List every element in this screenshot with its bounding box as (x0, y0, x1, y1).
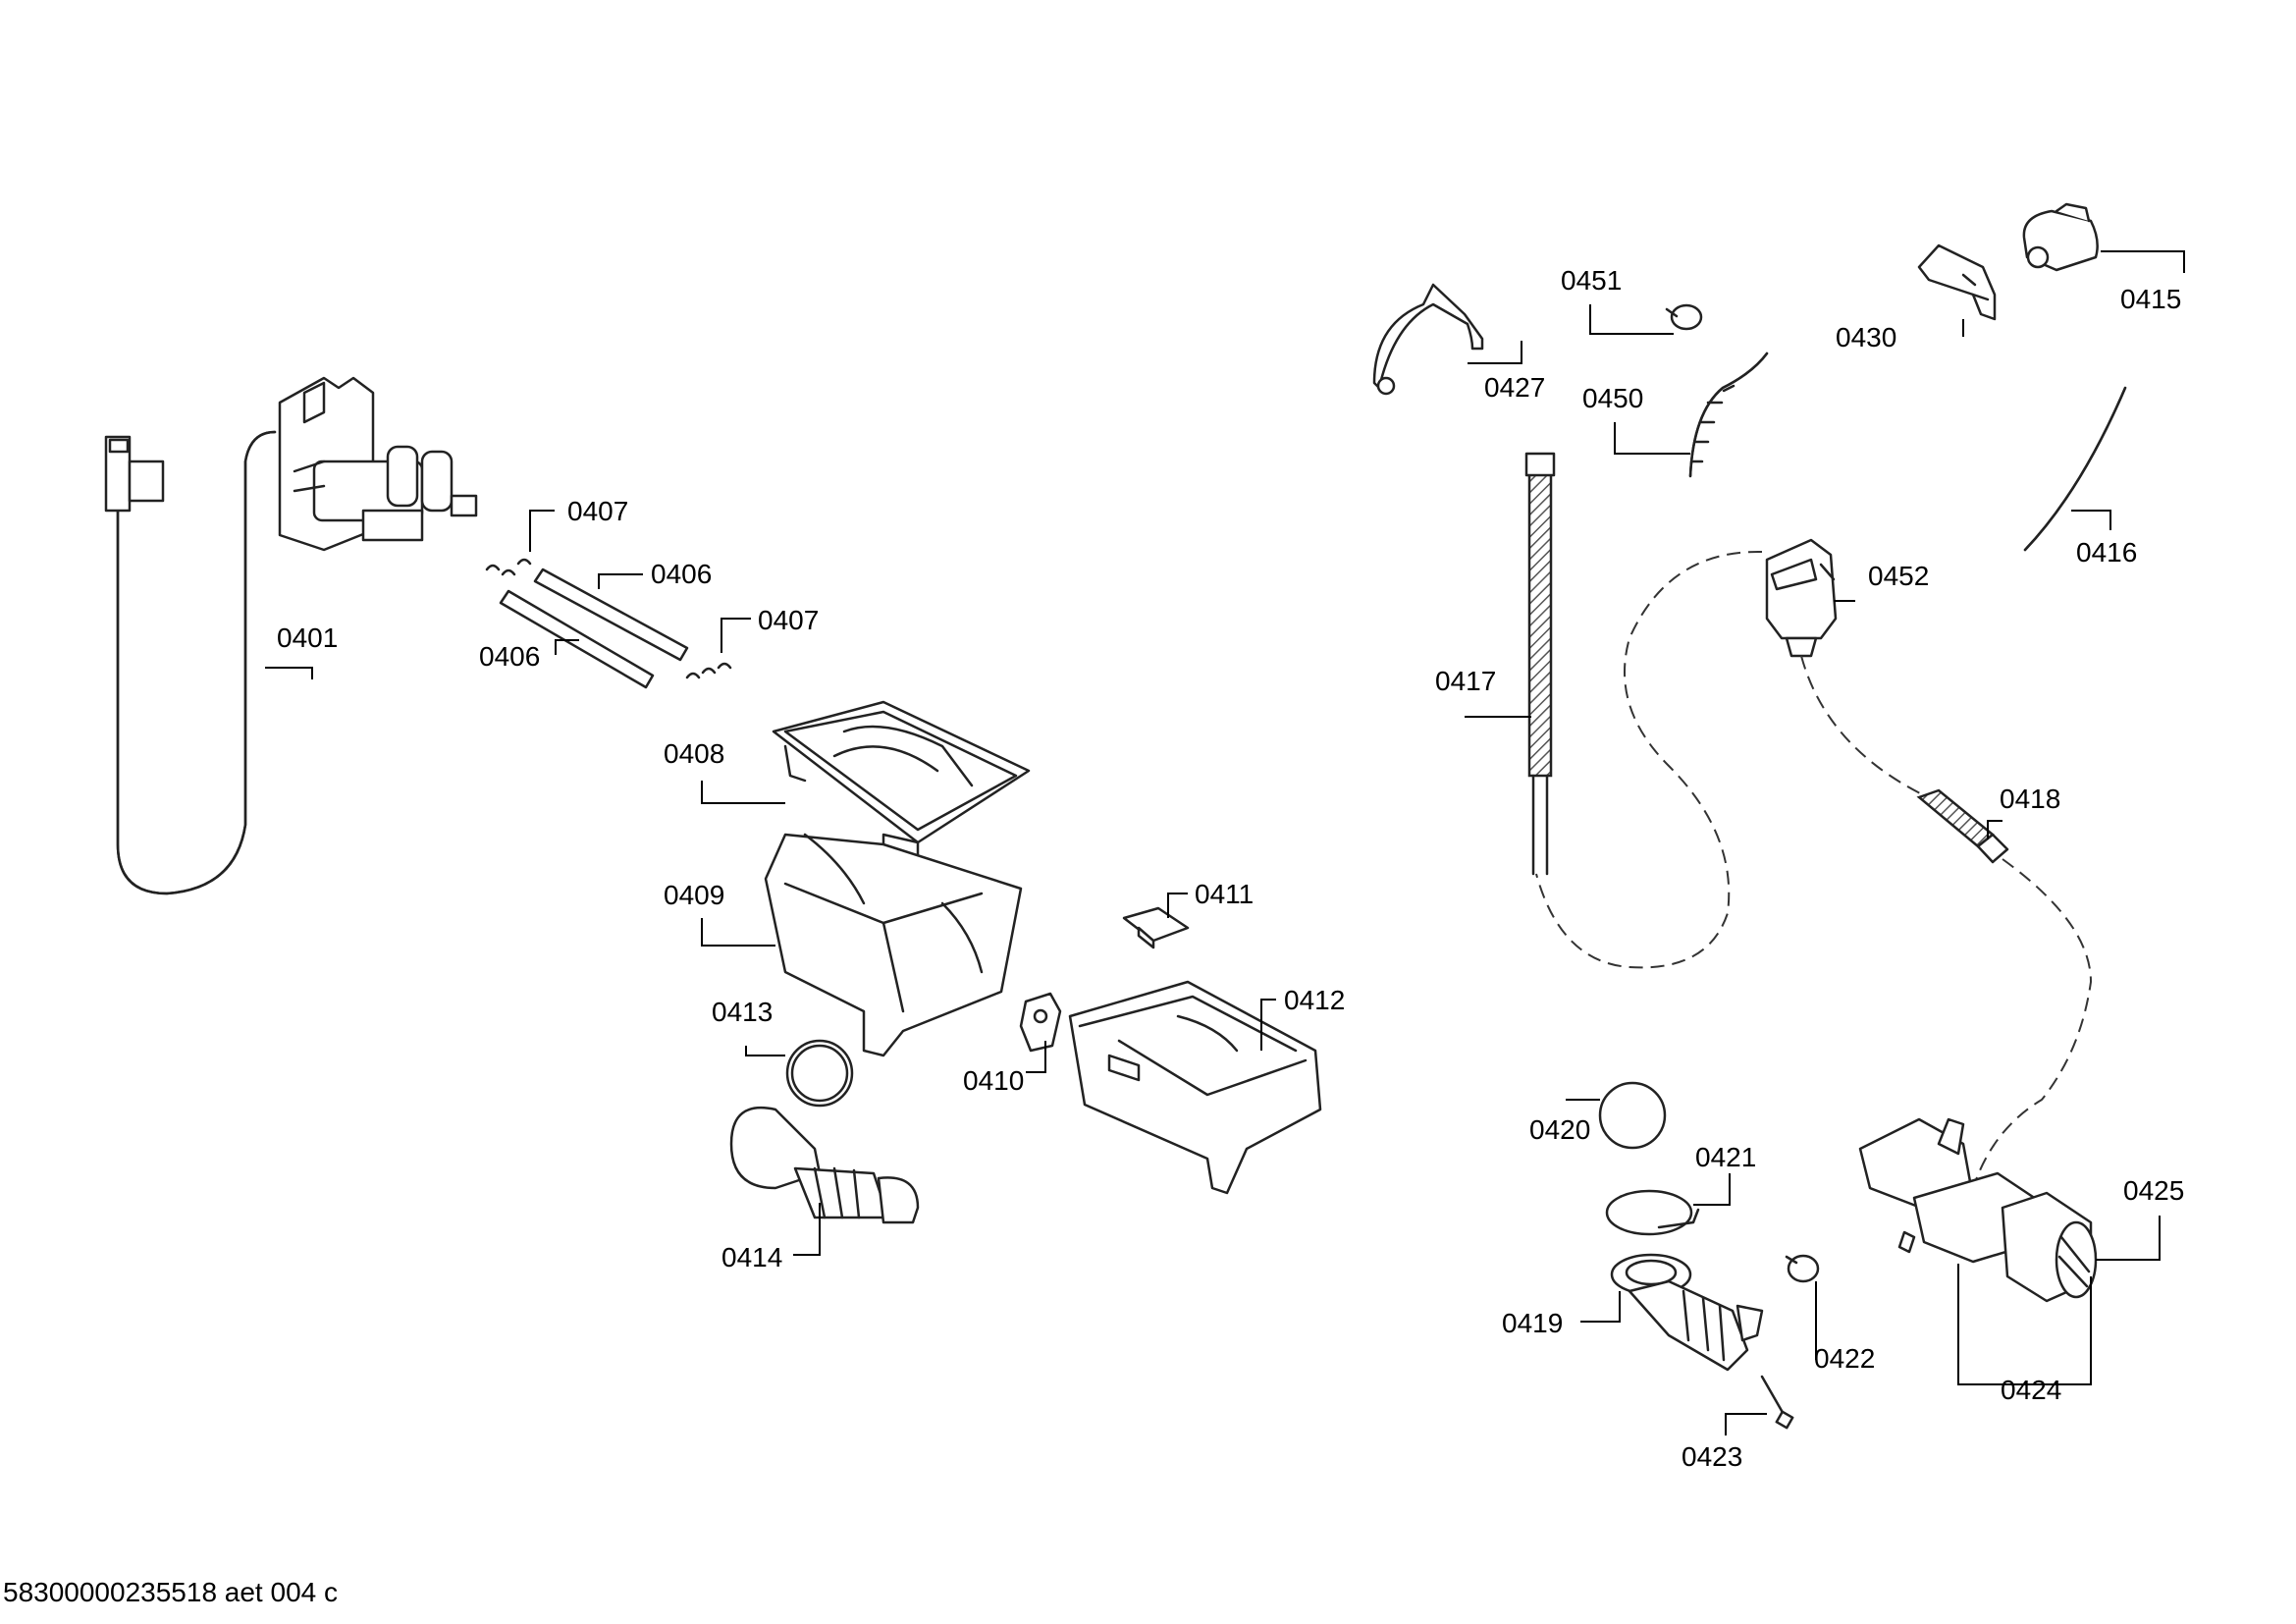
label-0419: 0419 (1502, 1308, 1563, 1338)
part-labels: 0401 0407 0406 0406 0407 0408 0409 0411 … (277, 265, 2184, 1472)
part-0422-clamp (1785, 1254, 1820, 1283)
part-0407-clips (485, 558, 732, 679)
label-0421: 0421 (1695, 1142, 1756, 1172)
part-0410-flap (1019, 992, 1062, 1053)
part-0416-hose (2023, 386, 2127, 552)
label-0401: 0401 (277, 623, 338, 653)
label-0450: 0450 (1582, 383, 1643, 413)
part-0413-ring (785, 1039, 854, 1108)
label-0423: 0423 (1682, 1441, 1742, 1472)
label-0408: 0408 (664, 738, 724, 769)
leader-lines (265, 250, 2185, 1435)
part-0401-inlet-hose (104, 430, 277, 895)
label-0411: 0411 (1195, 879, 1254, 909)
part-0423-sensor-rod (1760, 1375, 1794, 1430)
label-0414: 0414 (721, 1242, 782, 1272)
part-0418-hose (1916, 788, 2009, 864)
part-0420-ring (1598, 1081, 1667, 1150)
part-0427-bracket (1372, 283, 1484, 396)
label-0427: 0427 (1484, 372, 1545, 403)
part-0415-pressure-switch (2022, 202, 2099, 272)
label-0412: 0412 (1284, 985, 1345, 1015)
label-0410: 0410 (963, 1065, 1024, 1096)
label-0406-bottom: 0406 (479, 641, 540, 672)
label-0415: 0415 (2120, 284, 2181, 314)
part-0450-hose (1688, 352, 1769, 478)
label-0416: 0416 (2076, 537, 2137, 568)
part-0424-0425-drain-pump (1858, 1117, 2098, 1303)
part-0430-bracket (1917, 244, 1997, 321)
label-0425: 0425 (2123, 1175, 2184, 1206)
document-reference-code: 58300000235518 aet 004 c (3, 1577, 338, 1607)
part-inlet-valve (278, 376, 478, 552)
label-0424: 0424 (2001, 1375, 2061, 1405)
label-0407-top: 0407 (567, 496, 628, 526)
dashed-routing-lines (1535, 550, 2093, 1189)
label-0409: 0409 (664, 880, 724, 910)
label-0407-bottom: 0407 (758, 605, 819, 635)
label-0451: 0451 (1561, 265, 1622, 296)
part-0452-air-trap (1765, 538, 1838, 658)
part-0414-bellows-hose (729, 1107, 920, 1224)
label-0422: 0422 (1814, 1343, 1875, 1374)
label-0417: 0417 (1435, 666, 1496, 696)
part-0419-sump-hose (1610, 1253, 1764, 1372)
label-0413: 0413 (712, 997, 773, 1027)
part-0412-detergent-drawer (1068, 980, 1322, 1195)
part-0421-clamp (1605, 1189, 1700, 1236)
part-0411-clip (1122, 906, 1190, 949)
part-0409-dispenser-housing (764, 833, 1023, 1057)
part-0417-hose (1524, 452, 1556, 876)
part-0451-clamp (1665, 303, 1703, 331)
label-0420: 0420 (1529, 1114, 1590, 1145)
label-0452: 0452 (1868, 561, 1929, 591)
label-0406-top: 0406 (651, 559, 712, 589)
label-0430: 0430 (1836, 322, 1896, 352)
label-0418: 0418 (2000, 784, 2060, 814)
